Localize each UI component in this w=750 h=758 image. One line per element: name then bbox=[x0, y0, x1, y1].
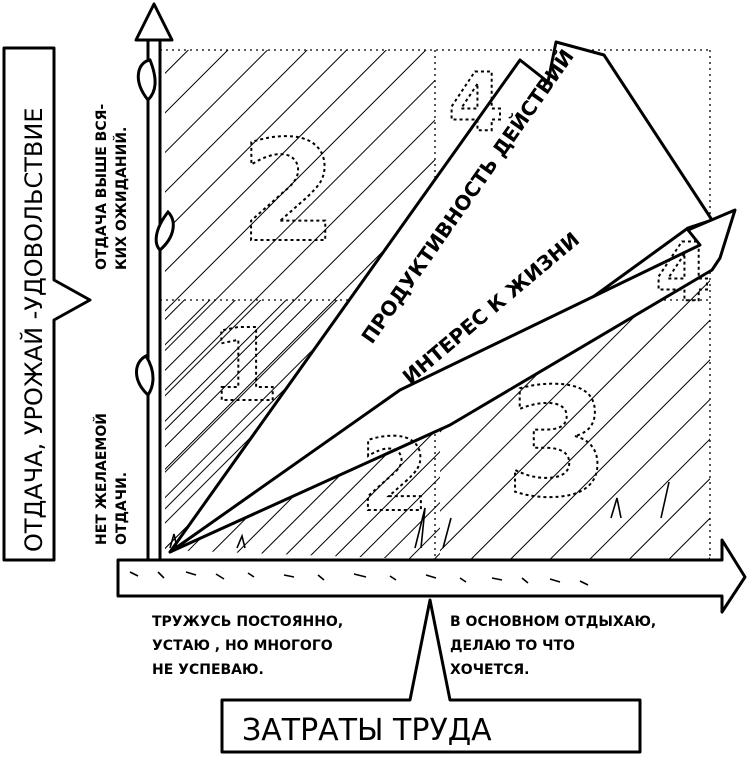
x-note-left-2: УСТАЮ , НО МНОГОГО bbox=[152, 638, 333, 654]
y-note-bottom-2: ОТДАЧИ. bbox=[114, 472, 130, 545]
zone-2-lower-label: 2 bbox=[360, 417, 430, 534]
y-note-top-2: КИХ ОЖИДАНИЙ. bbox=[113, 127, 130, 270]
y-axis-label: ОТДАЧА, УРОЖАЙ -УДОВОЛЬСТВИЕ bbox=[19, 108, 48, 552]
x-note-right-2: ДЕЛАЮ ТО ЧТО bbox=[450, 638, 575, 654]
x-axis-ground bbox=[116, 481, 747, 614]
zone-1-label: 1 bbox=[210, 307, 280, 424]
x-axis-label-box: ЗАТРАТЫ ТРУДА bbox=[220, 598, 642, 754]
zone-3-label: 3 bbox=[505, 357, 609, 531]
x-note-left-1: ТРУЖУСЬ ПОСТОЯННО, bbox=[152, 614, 343, 630]
x-note-right-1: В ОСНОВНОМ ОТДЫХАЮ, bbox=[450, 614, 656, 630]
x-axis-label: ЗАТРАТЫ ТРУДА bbox=[242, 713, 492, 748]
zone-4-lower-label: 4 bbox=[655, 226, 711, 319]
y-note-top: ОТДАЧА ВЫШЕ ВСЯ- bbox=[94, 104, 110, 270]
y-axis-stem bbox=[134, 2, 175, 560]
region-right bbox=[440, 260, 710, 560]
x-note-left-3: НЕ УСПЕВАЮ. bbox=[152, 662, 264, 678]
arrow-interest bbox=[168, 208, 737, 554]
y-note-bottom: НЕТ ЖЕЛАЕМОЙ bbox=[93, 413, 110, 545]
zone-4-upper-label: 4 bbox=[448, 56, 504, 149]
y-axis-label-box: ОТДАЧА, УРОЖАЙ -УДОВОЛЬСТВИЕ bbox=[2, 46, 92, 562]
zone-2-label: 2 bbox=[240, 111, 337, 274]
x-note-right-3: ХОЧЕТСЯ. bbox=[450, 662, 530, 678]
